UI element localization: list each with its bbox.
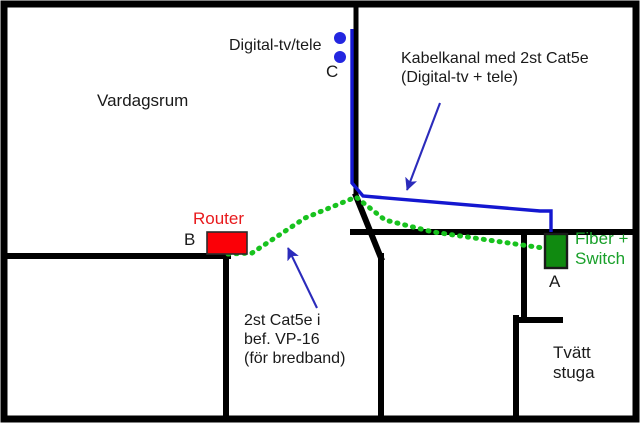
tv-tele-dot-upper <box>334 32 346 44</box>
room-label-vardagsrum: Vardagsrum <box>97 91 189 110</box>
point-label-b: B <box>184 230 196 249</box>
room-label-tvattstuga: Tvätt stuga <box>553 343 595 383</box>
point-label-c: C <box>326 62 339 81</box>
kabelkanal-arrow <box>405 102 441 191</box>
device-label-fiber-switch: Fiber + Switch <box>575 229 629 269</box>
point-label-a: A <box>549 272 561 291</box>
annotation-arrows-group <box>287 102 441 309</box>
green-cable-group <box>225 194 546 257</box>
outlet-label-digital-tv-tele: Digital-tv/tele <box>229 37 322 54</box>
device-label-router: Router <box>193 209 245 228</box>
blue-cable-group <box>334 29 553 232</box>
green-cable-line <box>225 194 546 257</box>
fiber-switch-device-rect[interactable] <box>543 232 569 270</box>
blue-cable-line <box>350 29 553 232</box>
devices-group <box>206 231 569 270</box>
annotation-kabelkanal-text: Kabelkanal med 2st Cat5e (Digital-tv + t… <box>401 50 589 86</box>
tv-tele-dot-lower <box>334 51 346 63</box>
wall-diagonal-center <box>352 192 385 262</box>
annotation-cat5e-vp16-text: 2st Cat5e i bef. VP-16 (för bredband) <box>244 312 346 367</box>
router-device-rect[interactable] <box>206 231 248 255</box>
cat5e-vp16-arrow <box>287 247 318 309</box>
